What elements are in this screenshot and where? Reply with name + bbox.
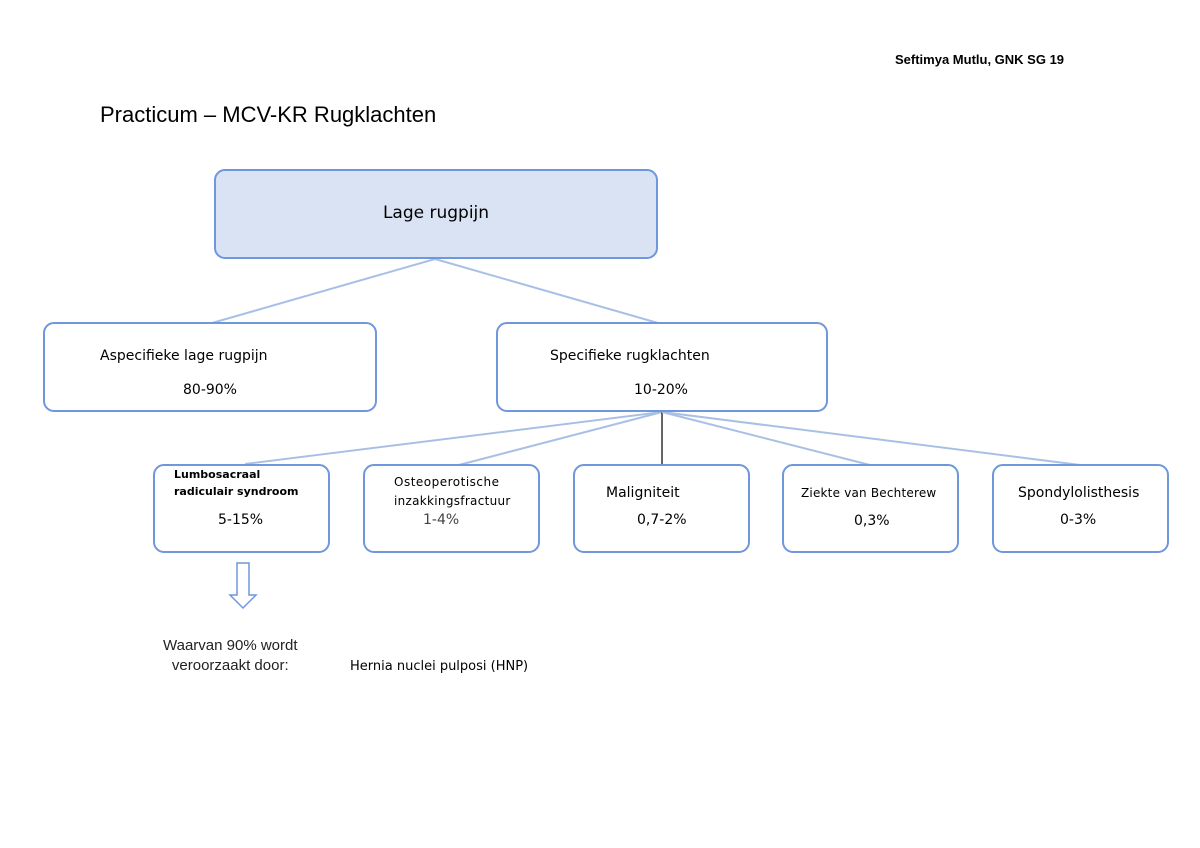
specifiek-percentage: 10-20% [634, 382, 688, 398]
annotation-cause: Hernia nuclei pulposi (HNP) [350, 659, 529, 674]
connector-osteo [454, 411, 663, 467]
author-line: Seftimya Mutlu, GNK SG 19 [895, 52, 1065, 67]
aspecifiek-box: Aspecifieke lage rugpijn 80-90% [43, 322, 377, 412]
specifiek-label: Specifieke rugklachten [550, 348, 710, 364]
maligniteit-box: Maligniteit 0,7-2% [573, 464, 750, 553]
spondylolisthesis-label: Spondylolisthesis [1018, 485, 1140, 501]
aspecifiek-label: Aspecifieke lage rugpijn [100, 348, 268, 364]
lumbosacraal-percentage: 5-15% [218, 512, 264, 528]
osteoporotisch-box: Osteoperotische inzakkingsfractuur 1-4% [363, 464, 540, 553]
osteoporotisch-label-line1: Osteoperotische [394, 475, 500, 489]
spondylolisthesis-box: Spondylolisthesis 0-3% [992, 464, 1169, 553]
lumbosacraal-label-line1: Lumbosacraal [174, 468, 261, 481]
connector-root-aspecifiek [211, 258, 436, 324]
annotation-line2: veroorzaakt door: [171, 657, 289, 674]
annotation-line1: Waarvan 90% wordt [163, 637, 298, 654]
bechterew-label: Ziekte van Bechterew [801, 486, 937, 500]
osteoporotisch-percentage: 1-4% [423, 512, 460, 528]
osteoporotisch-label-line2: inzakkingsfractuur [394, 494, 511, 508]
aspecifiek-percentage: 80-90% [183, 382, 237, 398]
root-label: Lage rugpijn [382, 203, 490, 223]
connector-root-specifiek [434, 258, 659, 324]
connector-bechterew [661, 411, 871, 466]
annotation-text: Waarvan 90% wordt veroorzaakt door: [163, 636, 298, 676]
root-box: Lage rugpijn [214, 169, 658, 259]
bechterew-box: Ziekte van Bechterew 0,3% [782, 464, 959, 553]
lumbosacraal-label-line2: radiculair syndroom [174, 485, 299, 498]
bechterew-percentage: 0,3% [854, 513, 890, 529]
lumbosacraal-box: Lumbosacraal radiculair syndroom 5-15% [153, 464, 330, 553]
maligniteit-label: Maligniteit [606, 485, 680, 501]
maligniteit-percentage: 0,7-2% [637, 512, 687, 528]
down-arrow-icon [228, 562, 258, 610]
specifiek-box: Specifieke rugklachten 10-20% [496, 322, 828, 412]
page-title: Practicum – MCV-KR Rugklachten [100, 102, 437, 127]
connector-lumbo [244, 411, 663, 465]
connector-spondylo [661, 411, 1081, 466]
spondylolisthesis-percentage: 0-3% [1060, 512, 1097, 528]
